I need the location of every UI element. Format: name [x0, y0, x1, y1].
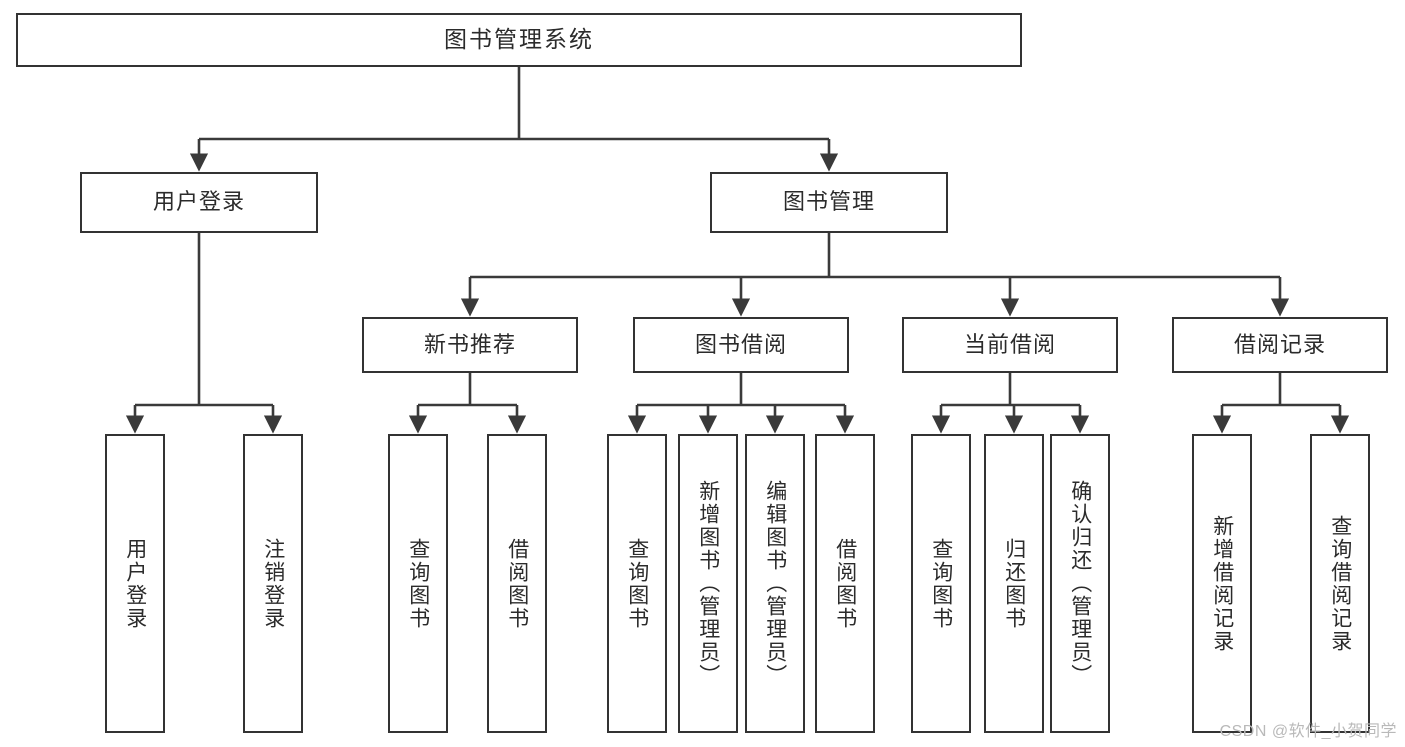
node-label: 用户登录 — [123, 537, 147, 630]
node-leaf-add-record[interactable]: 新增借阅记录 — [1192, 434, 1252, 733]
node-root-system[interactable]: 图书管理系统 — [16, 13, 1022, 67]
node-label: 借阅记录 — [1233, 331, 1326, 357]
node-book-borrow[interactable]: 图书借阅 — [633, 317, 849, 373]
node-leaf-borrow-book-1[interactable]: 借阅图书 — [487, 434, 547, 733]
node-new-book-recommend[interactable]: 新书推荐 — [362, 317, 578, 373]
node-leaf-query-book-1[interactable]: 查询图书 — [388, 434, 448, 733]
node-label: 注销登录 — [261, 537, 285, 630]
node-label: 确认归还（管理员） — [1068, 480, 1092, 687]
node-label: 新书推荐 — [423, 331, 516, 357]
node-label: 编辑图书（管理员） — [763, 480, 787, 687]
node-label: 查询图书 — [929, 537, 953, 630]
node-leaf-return-book[interactable]: 归还图书 — [984, 434, 1044, 733]
node-label: 当前借阅 — [963, 331, 1056, 357]
csdn-watermark: CSDN @软件_小贺同学 — [1219, 723, 1397, 740]
node-label: 图书管理系统 — [444, 26, 594, 53]
node-label: 借阅图书 — [505, 537, 529, 630]
node-user-login[interactable]: 用户登录 — [80, 172, 318, 233]
node-leaf-confirm-return[interactable]: 确认归还（管理员） — [1050, 434, 1110, 733]
node-leaf-add-book[interactable]: 新增图书（管理员） — [678, 434, 738, 733]
node-label: 用户登录 — [152, 189, 245, 215]
node-current-borrow[interactable]: 当前借阅 — [902, 317, 1118, 373]
node-label: 新增借阅记录 — [1210, 514, 1234, 653]
node-leaf-edit-book[interactable]: 编辑图书（管理员） — [745, 434, 805, 733]
node-label: 查询借阅记录 — [1328, 514, 1352, 653]
node-leaf-query-book-2[interactable]: 查询图书 — [607, 434, 667, 733]
node-leaf-query-record[interactable]: 查询借阅记录 — [1310, 434, 1370, 733]
node-label: 归还图书 — [1002, 537, 1026, 630]
node-label: 查询图书 — [625, 537, 649, 630]
node-label: 查询图书 — [406, 537, 430, 630]
node-label: 图书管理 — [782, 189, 875, 215]
node-label: 新增图书（管理员） — [696, 480, 720, 687]
node-leaf-user-login[interactable]: 用户登录 — [105, 434, 165, 733]
node-leaf-query-book-3[interactable]: 查询图书 — [911, 434, 971, 733]
node-label: 借阅图书 — [833, 537, 857, 630]
node-label: 图书借阅 — [694, 331, 787, 357]
node-leaf-borrow-book-2[interactable]: 借阅图书 — [815, 434, 875, 733]
node-borrow-record[interactable]: 借阅记录 — [1172, 317, 1388, 373]
node-leaf-logout[interactable]: 注销登录 — [243, 434, 303, 733]
node-book-manage[interactable]: 图书管理 — [710, 172, 948, 233]
